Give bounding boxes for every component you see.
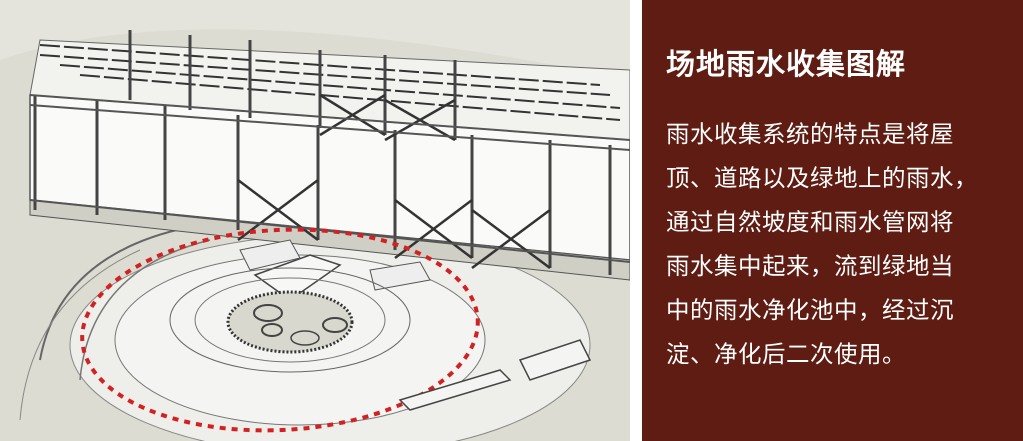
body-line: 雨水集中起来，流到绿地当 (666, 252, 954, 280)
body-line: 雨水收集系统的特点是将屋 (666, 120, 954, 148)
body-line: 顶、道路以及绿地上的雨水， (666, 164, 978, 192)
body-line: 中的雨水净化池中，经过沉 (666, 296, 954, 324)
architectural-sketch (19, 30, 630, 441)
body-line: 淀、净化后二次使用。 (666, 340, 906, 368)
panel-title: 场地雨水收集图解 (666, 47, 907, 81)
body-line: 通过自然坡度和雨水管网将 (666, 208, 954, 236)
highlight-ellipse (80, 227, 480, 433)
site-rainwater-diagram (0, 0, 630, 441)
panel-body: 雨水收集系统的特点是将屋 顶、道路以及绿地上的雨水， 通过自然坡度和雨水管网将 … (666, 112, 999, 376)
description-panel: 场地雨水收集图解 雨水收集系统的特点是将屋 顶、道路以及绿地上的雨水， 通过自然… (642, 0, 1023, 441)
